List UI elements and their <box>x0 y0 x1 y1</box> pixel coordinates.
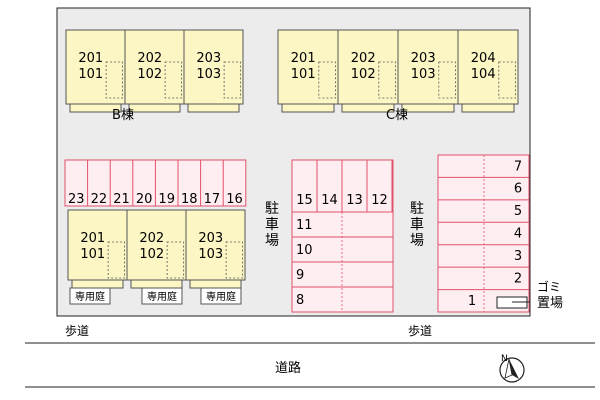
stair-box <box>225 241 244 279</box>
unit-number-lower: 103 <box>196 67 221 82</box>
parking-space-number: 5 <box>514 204 522 219</box>
unit-porch <box>189 279 242 289</box>
road-label: 道路 <box>275 360 301 376</box>
unit-number-upper: 202 <box>139 231 164 246</box>
stair-box <box>438 61 456 99</box>
unit-porch <box>69 103 122 113</box>
parking-label-right: 駐 車 場 <box>410 201 424 249</box>
unit-number-lower: 103 <box>411 67 436 82</box>
parking-space-number: 15 <box>296 193 313 208</box>
stair-box <box>318 61 336 99</box>
private-garden <box>200 287 242 305</box>
parking-label-char: 駐 <box>410 201 424 217</box>
parking-space-number: 12 <box>371 193 388 208</box>
parking-space-number: 14 <box>321 193 338 208</box>
unit-porch <box>341 103 395 113</box>
unit-number-lower: 101 <box>291 67 316 82</box>
unit-porch <box>461 103 515 113</box>
parking-space-number: 16 <box>226 192 243 207</box>
unit-number-lower: 104 <box>471 67 496 82</box>
parking-space-number: 22 <box>91 192 108 207</box>
parking-label-char: 場 <box>410 233 424 249</box>
parking-space-number: 9 <box>296 268 304 283</box>
unit-number-upper: 201 <box>78 51 103 66</box>
parking-space-number: 10 <box>296 243 313 258</box>
parking-label-char: 車 <box>265 216 279 233</box>
compass-label: N <box>501 354 508 364</box>
building-outline <box>65 29 244 105</box>
unit-number-upper: 203 <box>196 51 221 66</box>
unit-number-upper: 201 <box>80 231 105 246</box>
parking-space-number: 20 <box>136 192 153 207</box>
unit-number-lower: 103 <box>198 247 223 262</box>
parking-space-number: 21 <box>113 192 130 207</box>
garbage-label-line2: 置場 <box>537 296 563 311</box>
unit-porch <box>130 279 183 289</box>
parking-space-number: 19 <box>158 192 175 207</box>
building-c-label: C棟 <box>386 108 408 123</box>
unit-number-lower: 102 <box>351 67 376 82</box>
sidewalk-label-right: 歩道 <box>408 323 432 338</box>
parking-space-number: 8 <box>296 293 304 308</box>
stair-box <box>107 241 126 279</box>
parking-space-number: 23 <box>68 192 85 207</box>
parking-middle: 15 14 13 12 11 10 9 8 <box>291 159 394 313</box>
private-garden-label: 専用庭 <box>75 290 105 303</box>
stair-box <box>223 61 242 99</box>
unit-number-upper: 204 <box>471 51 496 66</box>
unit-number-upper: 203 <box>198 231 223 246</box>
parking-label-middle: 駐 車 場 <box>265 201 279 249</box>
unit-number-lower: 101 <box>80 247 105 262</box>
private-garden <box>141 287 183 305</box>
private-garden-label: 専用庭 <box>206 290 236 303</box>
parking-space-number: 4 <box>514 227 522 242</box>
parking-block <box>437 154 530 313</box>
unit-number-upper: 201 <box>291 51 316 66</box>
unit-porch <box>71 279 124 289</box>
parking-space-number: 6 <box>514 182 522 197</box>
building-b-label: B棟 <box>112 108 134 123</box>
stair-box <box>166 241 185 279</box>
unit-porch <box>401 103 455 113</box>
unit-number-lower: 102 <box>137 67 162 82</box>
unit-number-upper: 203 <box>411 51 436 66</box>
unit-porch <box>128 103 181 113</box>
parking-label-char: 駐 <box>265 201 279 217</box>
unit-porch <box>281 103 335 113</box>
unit-porch <box>187 103 240 113</box>
private-garden-label: 専用庭 <box>147 290 177 303</box>
parking-label-char: 車 <box>410 216 424 233</box>
parking-space-number: 17 <box>204 192 221 207</box>
stair-box <box>164 61 183 99</box>
parking-space-number: 13 <box>346 193 363 208</box>
parking-right: 7 6 5 4 3 2 1 <box>437 154 530 313</box>
garbage-label-line1: ゴミ <box>537 279 561 294</box>
private-garden <box>69 287 111 305</box>
parking-space-number: 1 <box>468 294 476 309</box>
stair-box <box>378 61 396 99</box>
parking-space-number: 18 <box>181 192 198 207</box>
parking-space-number: 11 <box>296 218 313 233</box>
parking-space-number: 3 <box>514 249 522 264</box>
unit-number-lower: 102 <box>139 247 164 262</box>
unit-number-upper: 202 <box>351 51 376 66</box>
north-arrow-icon: N <box>499 354 525 383</box>
parking-left-row: 23 22 21 20 19 18 17 16 <box>64 159 247 207</box>
parking-space-number: 2 <box>514 271 522 286</box>
sidewalk-label-left: 歩道 <box>65 323 89 338</box>
parking-label-char: 場 <box>265 233 279 249</box>
unit-number-lower: 101 <box>78 67 103 82</box>
parking-space-number: 7 <box>514 159 522 174</box>
stair-box <box>498 61 516 99</box>
stair-box <box>105 61 124 99</box>
unit-number-upper: 202 <box>137 51 162 66</box>
